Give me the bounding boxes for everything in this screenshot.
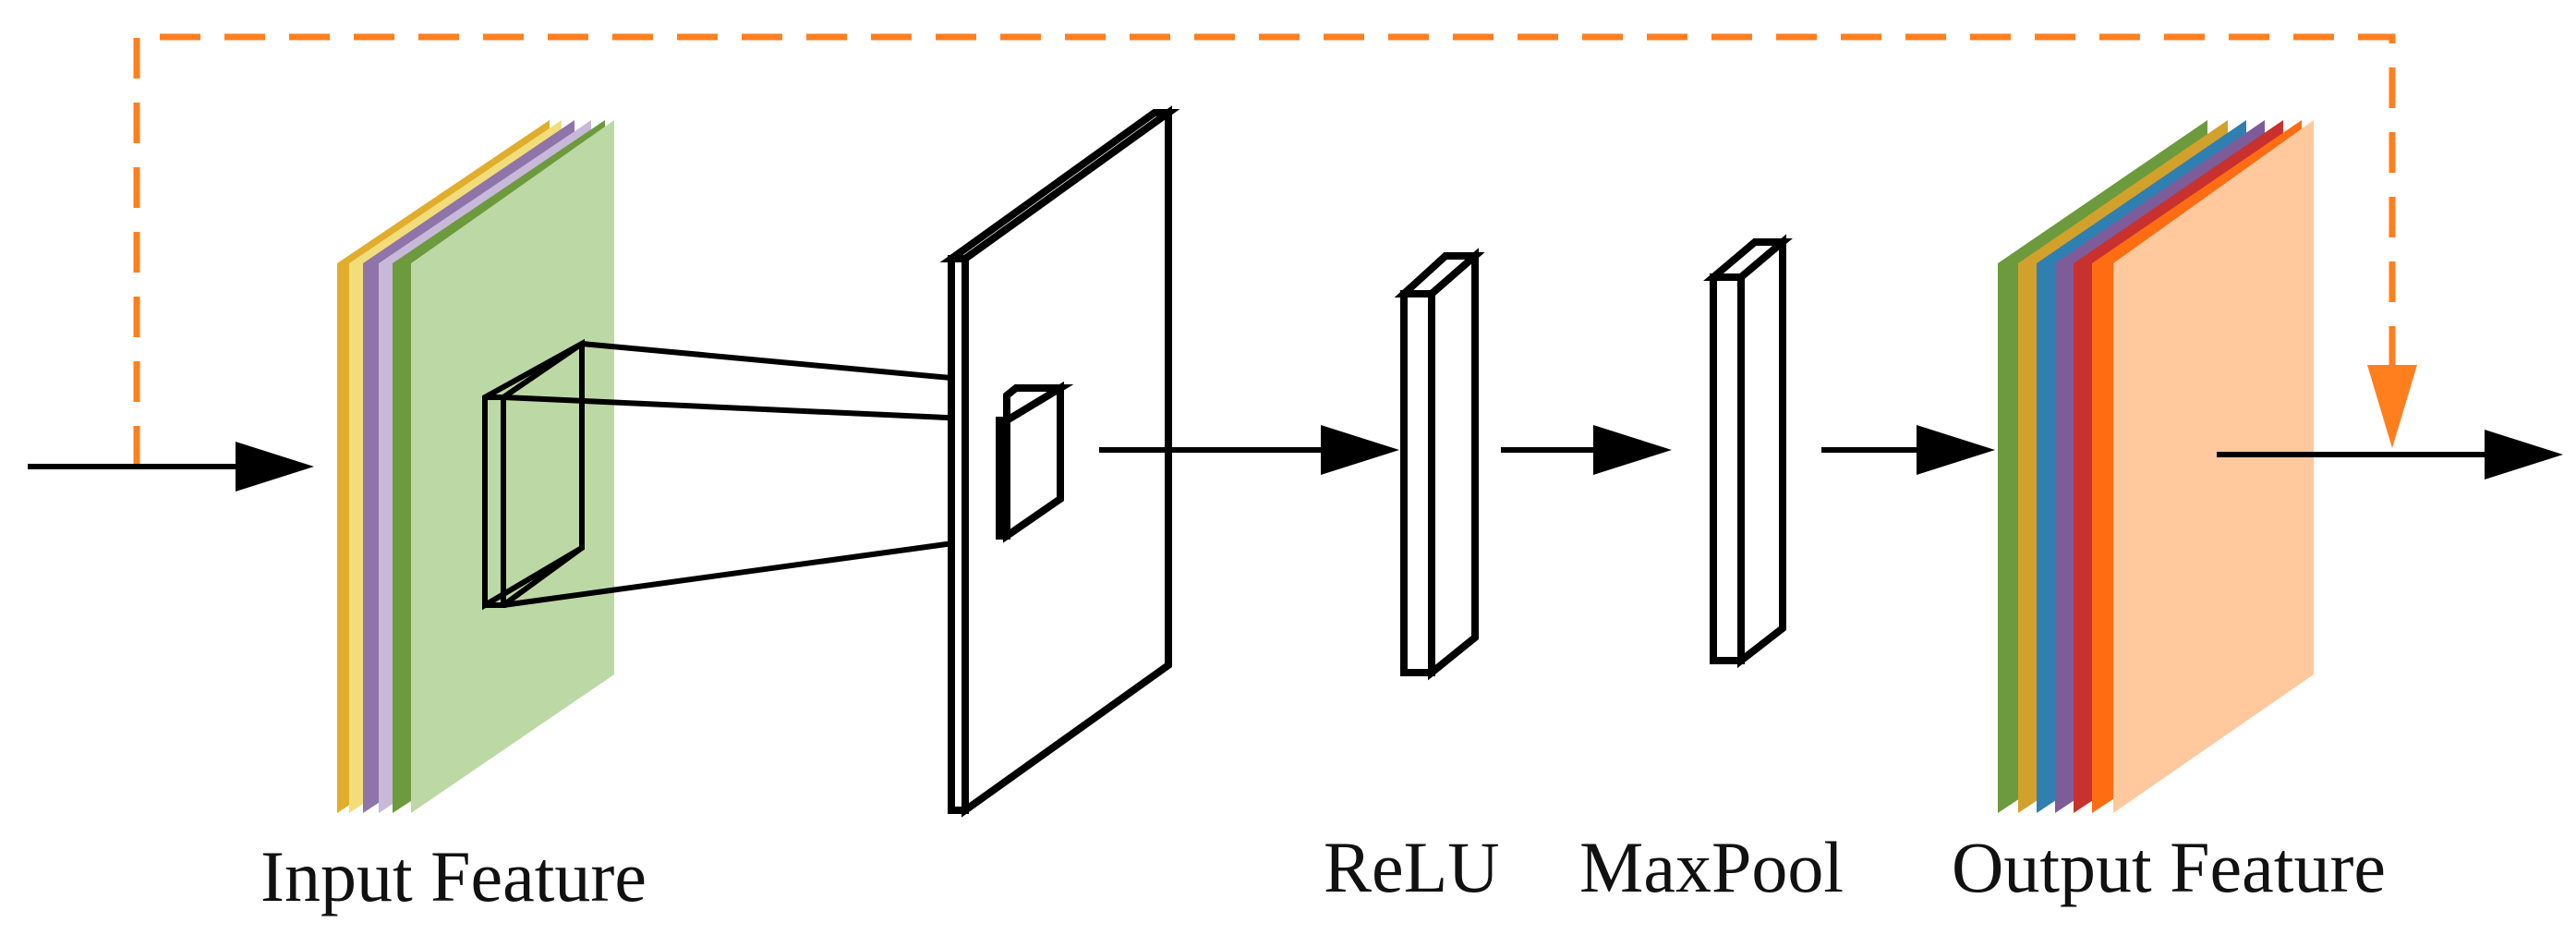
relu-block (1394, 248, 1485, 681)
output-arrow (2217, 430, 2563, 480)
projection-line-lower (502, 533, 1008, 608)
skip-connection-line (133, 33, 2396, 467)
input-feature-stack (337, 120, 614, 813)
arrow-conv-to-relu (1099, 425, 1399, 475)
skip-connection (133, 33, 2417, 467)
input-arrow (28, 442, 314, 492)
conv-plane-front (961, 105, 1172, 818)
maxpool-block (1703, 234, 1793, 669)
arrow-maxpool-to-output (1821, 425, 1995, 475)
receptive-field-cube (996, 381, 1074, 543)
input-feature-label: Input Feature (260, 836, 647, 917)
arrow-relu-to-maxpool (1501, 425, 1672, 475)
maxpool-label: MaxPool (1579, 827, 1844, 907)
output-feature-stack (1998, 120, 2314, 813)
relu-label: ReLU (1324, 827, 1500, 907)
skip-connection-arrowhead (2367, 365, 2417, 448)
conv-output-plane (939, 105, 1180, 818)
output-layer-front (2113, 120, 2314, 813)
output-feature-label: Output Feature (1952, 827, 2386, 907)
projection-line-upper (502, 395, 1008, 423)
input-layer-front (411, 120, 614, 813)
